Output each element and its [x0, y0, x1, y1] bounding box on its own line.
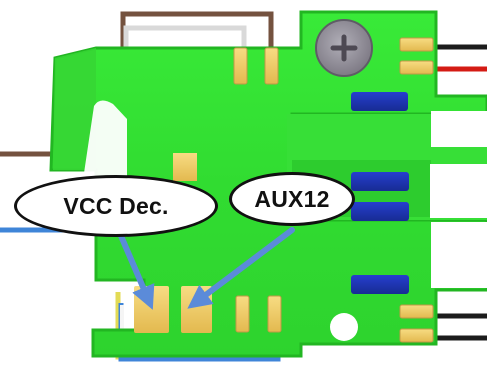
blue-led-top [351, 92, 408, 111]
leds [351, 92, 409, 294]
bottom-header-pin-2 [267, 295, 282, 333]
vcc-decoupling-label: VCC Dec. [63, 192, 169, 219]
blue-led-middle [351, 172, 409, 191]
aux12-label: AUX12 [254, 185, 330, 212]
white-wire [123, 25, 247, 55]
screw-cross [330, 34, 358, 62]
bottom-header-pin-1 [235, 295, 250, 333]
right-notch-upper [431, 111, 487, 147]
wires [0, 11, 487, 362]
left-pcb-flange [53, 48, 96, 170]
brown-wire [120, 11, 274, 52]
aux12-callout: AUX12 [229, 172, 355, 226]
right-upper-pin-1 [399, 37, 434, 52]
right-lower-pin-2 [399, 328, 434, 343]
mounting-hole [330, 313, 358, 341]
callout-arrow-icon-2 [187, 227, 295, 309]
arrows [115, 226, 295, 310]
vcc-decoupling-callout: VCC Dec. [14, 175, 218, 237]
top-header-pin-2 [264, 47, 279, 85]
callout-arrow-icon [115, 226, 155, 310]
right-lower-pin-1 [399, 304, 434, 319]
yellow-smd-component [173, 153, 197, 181]
headers [233, 37, 434, 343]
vcc-decoupling-pad [134, 286, 169, 333]
blue-led-bottom [351, 275, 409, 294]
right-notch-lower [431, 222, 487, 288]
top-header-pin-1 [233, 47, 248, 85]
right-upper-pin-2 [399, 60, 434, 75]
blue-led-lower [351, 202, 409, 221]
screw [315, 19, 373, 77]
right-notch-middle [430, 164, 487, 218]
